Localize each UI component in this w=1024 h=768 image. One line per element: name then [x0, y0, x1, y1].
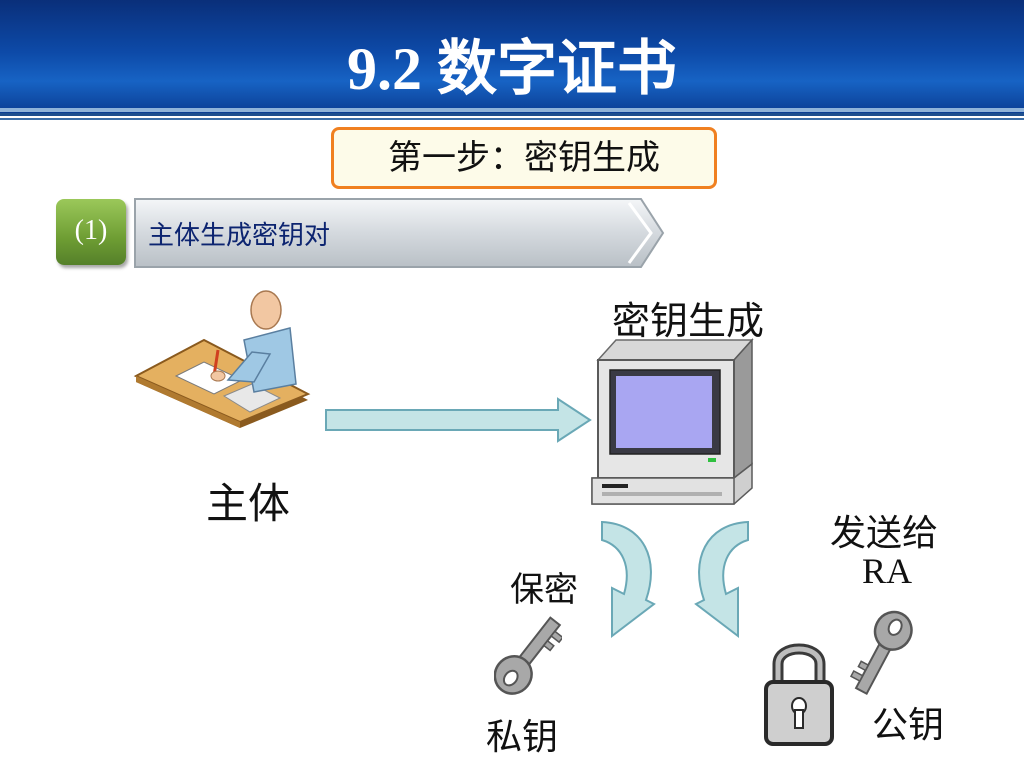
page-title: 9.2 数字证书	[347, 36, 677, 102]
send-to-label: 发送给	[830, 513, 939, 553]
subject-label: 主体	[206, 482, 291, 528]
header-bar	[0, 0, 1024, 116]
step-label-box: 第一步：密钥生成	[331, 127, 717, 189]
private-key-icon	[494, 616, 562, 695]
keep-secret-label: 保密	[510, 572, 578, 609]
public-key-label: 公钥	[872, 705, 945, 745]
ra-label: RA	[862, 551, 913, 591]
person-at-desk-icon	[133, 290, 311, 428]
item-text: 主体生成密钥对	[148, 221, 331, 251]
computer-icon	[591, 338, 754, 505]
curved-arrow-right-icon	[694, 520, 749, 639]
right-arrow-icon	[325, 397, 592, 443]
item-number-badge: (1)	[56, 199, 126, 265]
item-banner	[134, 198, 665, 268]
padlock-icon	[764, 643, 834, 746]
public-key-icon	[849, 610, 913, 696]
header-stripes	[0, 108, 1024, 120]
curved-arrow-left-icon	[601, 520, 656, 639]
keygen-label: 密钥生成	[612, 301, 765, 343]
private-key-label: 私钥	[486, 717, 559, 757]
